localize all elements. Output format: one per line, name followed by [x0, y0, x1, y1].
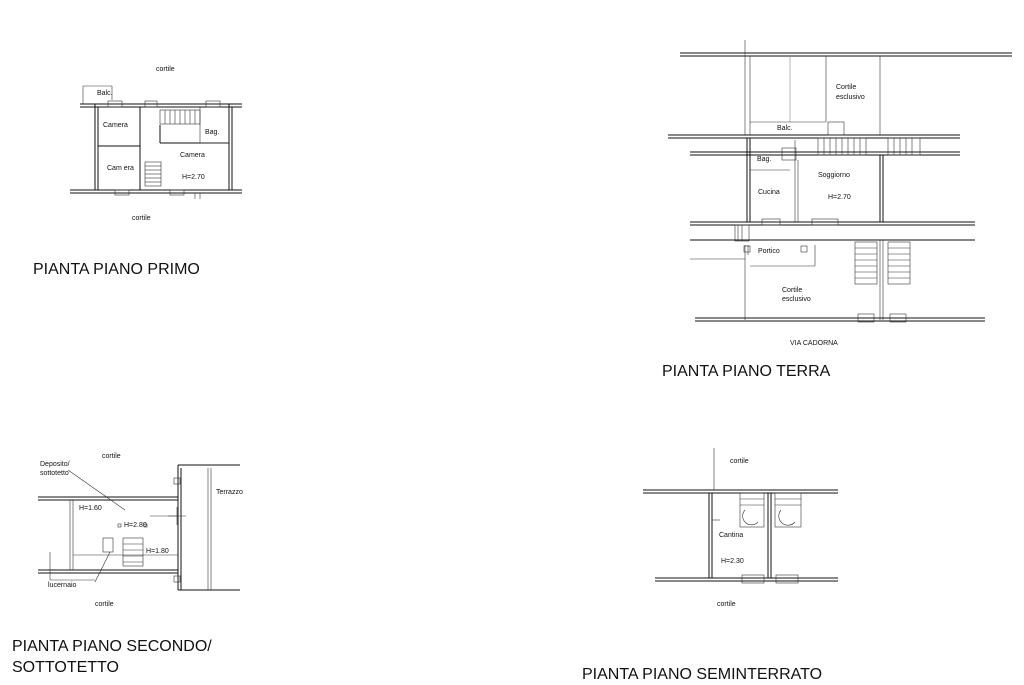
plan-piano-terra: Cortile esclusivo Balc. Bag. Soggi — [668, 40, 1012, 347]
label-deposito-1: Deposito/ — [40, 461, 70, 468]
label-via-cadorna: VIA CADORNA — [790, 340, 838, 347]
title-piano-primo: PIANTA PIANO PRIMO — [33, 261, 200, 278]
label-height: H=2.30 — [721, 558, 744, 565]
label-balc: Balc. — [97, 90, 113, 97]
label-balc: Balc. — [777, 125, 793, 132]
label-bag: Bag. — [757, 156, 771, 163]
title-piano-terra: PIANTA PIANO TERRA — [662, 363, 831, 380]
label-h280: H=2.80 — [124, 522, 147, 529]
label-soggiorno: Soggiorno — [818, 172, 850, 179]
label-cortile-top: cortile — [102, 453, 121, 460]
label-height: H=2.70 — [828, 194, 851, 201]
plan-piano-primo: cortile Balc. — [70, 66, 242, 222]
title-piano-seminterrato: PIANTA PIANO SEMINTERRATO — [582, 666, 823, 683]
label-cortile-esclusivo-bottom-2: esclusivo — [782, 296, 811, 303]
label-lucernaio: lucernaio — [48, 582, 77, 589]
label-cortile-bottom: cortile — [132, 215, 151, 222]
label-h160-a: H=1.60 — [79, 505, 102, 512]
label-cortile-esclusivo-top-2: esclusivo — [836, 94, 865, 101]
label-height: H=2.70 — [182, 174, 205, 181]
label-cortile-top: cortile — [730, 458, 749, 465]
label-cortile-top: cortile — [156, 66, 175, 73]
label-cortile-bottom: cortile — [717, 601, 736, 608]
label-bag: Bag. — [205, 129, 219, 136]
label-h160-b: H=1.80 — [146, 548, 169, 555]
label-camera-3: Cam era — [107, 165, 134, 172]
label-portico: Portico — [758, 248, 780, 255]
label-terrazzo: Terrazzo — [216, 489, 243, 496]
label-deposito-2: sottotetto — [40, 470, 69, 477]
label-camera-1: Camera — [103, 122, 128, 129]
plan-piano-seminterrato: cortile Cantina H=2.30 cortile — [643, 448, 838, 608]
title-piano-secondo-line2: SOTTOTETTO — [12, 659, 119, 676]
title-piano-secondo-line1: PIANTA PIANO SECONDO/ — [12, 638, 212, 655]
label-cortile-bottom: cortile — [95, 601, 114, 608]
label-cortile-esclusivo-bottom-1: Cortile — [782, 287, 802, 294]
label-cortile-esclusivo-top-1: Cortile — [836, 84, 856, 91]
plan-piano-secondo: cortile Deposito/ sottotetto Terrazzo H=… — [38, 453, 243, 608]
label-camera-2: Camera — [180, 152, 205, 159]
label-cantina: Cantina — [719, 532, 743, 539]
label-cucina: Cucina — [758, 189, 780, 196]
